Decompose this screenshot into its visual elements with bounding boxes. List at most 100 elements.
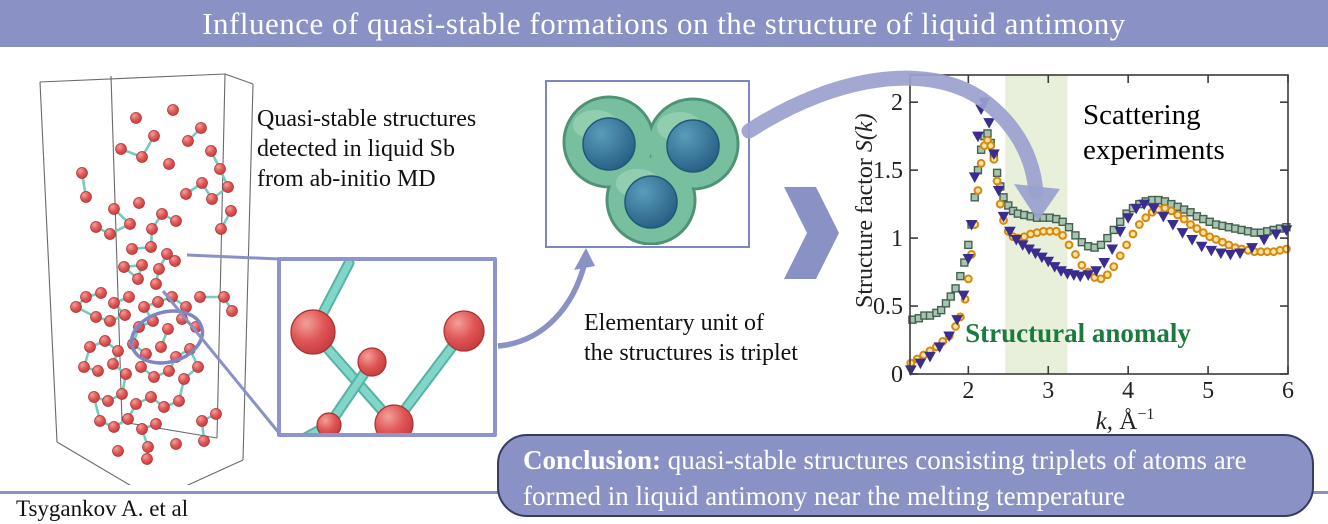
atom <box>443 310 485 352</box>
x-tick-label: 3 <box>1042 378 1054 404</box>
atom <box>158 401 170 413</box>
box-edge <box>242 83 254 461</box>
marker-triangle <box>1157 211 1170 223</box>
atom <box>118 261 130 273</box>
marker-triangle <box>1147 203 1160 215</box>
marker-triangle <box>1280 225 1293 236</box>
scattering-label-line1: Scattering <box>1083 99 1201 131</box>
atom <box>92 365 104 377</box>
marker-circle <box>1102 270 1112 280</box>
marker-circle <box>1186 220 1195 229</box>
marker-square <box>946 292 955 301</box>
atom <box>108 421 120 433</box>
marker-circle <box>973 186 983 195</box>
scattering-label-line2: experiments <box>1083 134 1225 166</box>
x-tick-label: 5 <box>1202 378 1214 404</box>
atom <box>176 313 188 325</box>
marker-triangle <box>1195 241 1208 253</box>
marker-circle <box>1192 224 1202 233</box>
marker-triangle <box>1106 244 1119 255</box>
atom <box>146 223 158 235</box>
y-tick-label: 2 <box>891 90 903 116</box>
atom <box>122 413 134 425</box>
atom <box>148 130 160 142</box>
marker-circle <box>1096 274 1106 284</box>
page-title: Influence of quasi-stable formations on … <box>202 5 1126 41</box>
marker-square <box>1096 240 1106 250</box>
marker-circle <box>1198 228 1208 238</box>
chevron-right-icon <box>784 187 839 279</box>
md-simulation-box <box>39 73 254 485</box>
atom <box>155 341 167 353</box>
atom <box>316 412 342 438</box>
atom <box>222 181 234 193</box>
marker-square <box>992 168 1002 178</box>
atom <box>133 197 145 209</box>
atom <box>130 398 142 410</box>
marker-triangle <box>1042 256 1055 268</box>
marker-circle <box>1077 260 1087 270</box>
marker-triangle <box>1215 248 1227 260</box>
atom <box>195 122 207 134</box>
marker-triangle <box>968 172 981 183</box>
atom <box>150 418 162 430</box>
zoom-inset-box <box>277 257 497 455</box>
conclusion-line1: quasi-stable structures consisting tripl… <box>661 445 1247 475</box>
atom <box>136 423 148 435</box>
marker-triangle <box>933 342 946 353</box>
marker-triangle <box>1270 229 1282 241</box>
marker-triangle <box>1205 245 1218 257</box>
marker-circle <box>992 176 1002 186</box>
marker-circle <box>1122 240 1131 250</box>
atom <box>145 391 157 403</box>
marker-triangle <box>914 358 927 370</box>
marker-circle <box>1141 213 1151 223</box>
atom <box>107 358 119 370</box>
marker-triangle <box>1114 226 1127 238</box>
marker-circle <box>1166 206 1176 216</box>
marker-triangle <box>1186 234 1198 246</box>
atom <box>162 323 174 335</box>
x-axis-label: k, Å−1 <box>1096 406 1155 435</box>
atom <box>173 395 185 407</box>
atom <box>99 335 111 347</box>
atom <box>170 438 182 450</box>
atom <box>150 278 162 290</box>
marker-circle <box>1115 251 1125 261</box>
marker-square <box>1058 217 1067 226</box>
marker-circle <box>1071 250 1080 259</box>
atom <box>138 301 150 313</box>
atom <box>126 243 138 255</box>
x-tick-label: 2 <box>962 378 974 404</box>
atom <box>148 371 160 383</box>
attribution: Tsygankov A. et al <box>16 496 189 521</box>
marker-circle <box>1051 226 1061 236</box>
atom <box>357 347 387 377</box>
inset-to-triplet-arrowhead <box>574 248 595 270</box>
atom <box>218 291 230 303</box>
x-tick-label: 6 <box>1282 378 1294 404</box>
marker-triangle <box>1004 226 1016 238</box>
marker-triangle <box>1130 203 1143 215</box>
atom <box>152 296 164 308</box>
marker-circle <box>963 274 973 284</box>
box-edge <box>186 459 244 485</box>
marker-square <box>1064 223 1074 232</box>
atom <box>215 223 227 235</box>
marker-circle <box>976 158 986 168</box>
marker-square <box>1071 231 1080 240</box>
marker-triangle <box>1234 248 1246 260</box>
marker-triangle <box>1258 234 1270 246</box>
atom <box>214 163 226 175</box>
triplet-caption: Elementary unit of the structures is tri… <box>584 310 798 367</box>
atom <box>167 104 179 116</box>
wireframe-box <box>39 73 254 485</box>
atom <box>153 263 165 275</box>
atom <box>112 445 124 457</box>
atom <box>104 315 116 327</box>
marker-triangle <box>951 315 963 326</box>
marker-triangle <box>924 351 936 363</box>
marker-triangle <box>997 211 1010 223</box>
box-edge <box>39 81 58 443</box>
box-edge <box>56 441 131 485</box>
